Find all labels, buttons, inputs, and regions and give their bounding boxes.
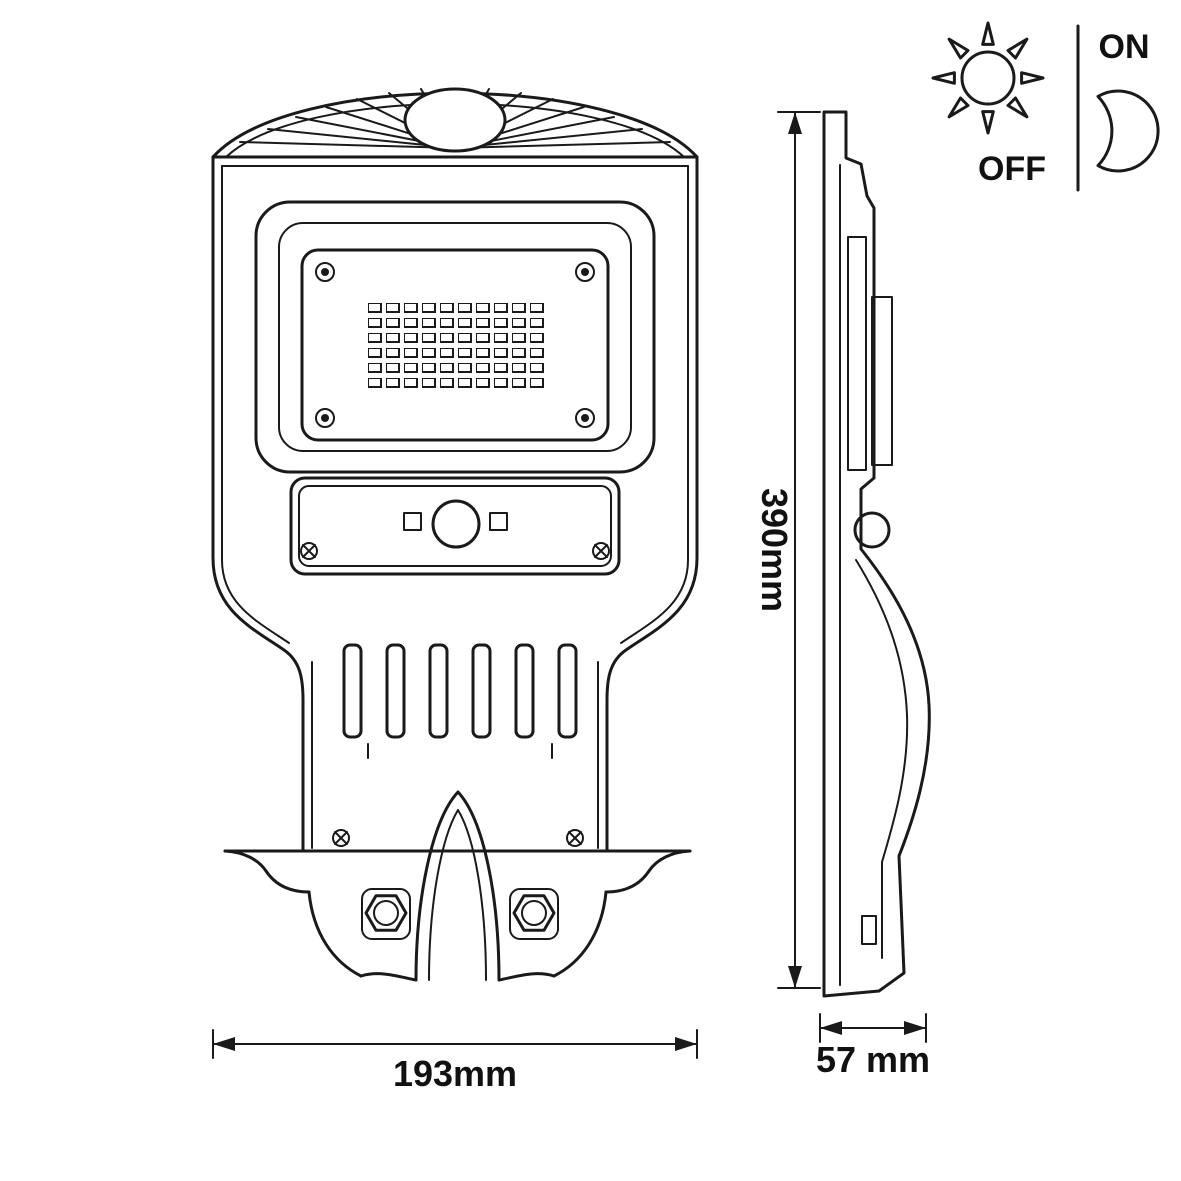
front-view [211,87,699,982]
body-left-edge [211,155,305,853]
width-arrow-right [675,1037,697,1051]
mounting-bracket [223,790,692,982]
sensor-band-inner [298,485,612,567]
led-plate [300,248,610,442]
depth-arrow-right [904,1021,926,1035]
height-arrow-top [788,112,802,134]
width-dimension: 193mm [212,1029,698,1094]
sun-icon [931,21,1045,135]
body-right-edge [605,155,699,853]
depth-dimension: 57 mm [816,1013,930,1080]
width-arrow-left [213,1037,235,1051]
side-sensor-knob [853,511,891,549]
hex-bolt-right [512,894,556,932]
side-bottom-tab [861,915,877,945]
bracket-side-right [552,890,608,978]
flange-screw-right [566,829,584,847]
side-inner-shell [855,559,909,959]
height-extension-ticks [777,111,821,989]
sensor-band-frame [289,476,621,576]
pir-sensor [431,499,481,549]
bolt-seat-right [509,888,559,940]
bracket-bottom-left [359,972,418,982]
flange-wing-left [223,849,311,894]
band-screw-left [300,542,318,560]
on-label: ON [1099,28,1150,66]
cap-sensor-dome [403,87,507,153]
pole-arch-outer [414,790,501,982]
panel-inner-frame [278,222,632,452]
body-right-inner [620,165,689,644]
front-width-label: 193mm [393,1053,517,1094]
side-profile-outline [822,110,931,998]
body-outline [211,155,699,853]
top-cap [211,87,699,167]
side-height-label: 390mm [754,488,795,612]
vent-slots [342,643,578,759]
led-array [368,303,546,391]
mode-legend: OFF ON [931,21,1160,192]
crescent-moon-icon [1096,89,1160,173]
flange-screw-left [332,829,350,847]
back-plate-box [847,236,867,471]
bolt-seat-left [361,888,411,940]
flange-wing-right [604,849,692,894]
band-screw-right [592,542,610,560]
sensor-window-right [489,512,508,531]
vent-ticks [367,743,553,759]
sensor-window-left [403,512,422,531]
hex-bolt-left [364,894,408,932]
body-left-inner [221,165,290,644]
panel-screws [315,262,595,428]
panel-outer-frame [254,200,656,474]
side-depth-label: 57 mm [816,1039,930,1080]
pole-arch-inner [428,809,487,981]
side-view [822,110,931,998]
bracket-bottom-right [497,972,556,982]
led-panel [254,200,656,474]
bracket-side-left [307,890,363,978]
depth-arrow-left [820,1021,842,1035]
sensor-band [289,476,621,576]
height-dimension: 390mm [754,111,821,989]
back-bracket-box [871,296,893,466]
off-label: OFF [978,150,1046,188]
height-arrow-bottom [788,966,802,988]
